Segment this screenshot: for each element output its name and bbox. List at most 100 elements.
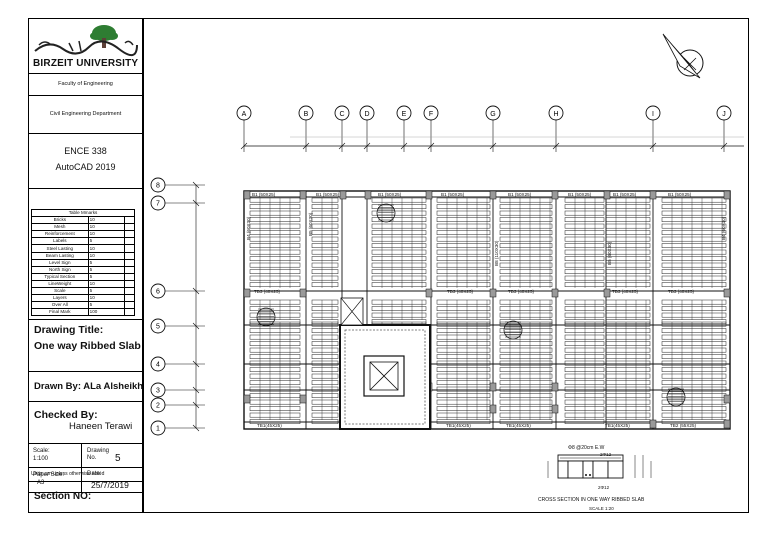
grid-label-E: E (402, 111, 407, 118)
beam-label-top: B1 (50X25) (568, 192, 592, 197)
section-no: Section NO: (34, 491, 92, 502)
scale-cell: Scale: 1:100 Drawing No. 5 (29, 444, 142, 468)
drawn-by-cell: Drawn By: ALa Alsheikh (29, 372, 144, 402)
course-code: ENCE 338 (64, 146, 107, 156)
faculty-name: Faculty of Engineering (58, 81, 113, 87)
beam-label-mid: TB3 (40X25) (668, 289, 695, 294)
rib-cross-section (547, 454, 652, 479)
grid-label-4: 4 (156, 362, 160, 369)
beam-label-top: B1 (50X25) (378, 192, 402, 197)
units-note: Units: cm unless otherwise noted (31, 471, 105, 477)
course-cell: ENCE 338 AutoCAD 2019 (29, 134, 142, 189)
drawing-title-label: Drawing Title: (34, 324, 104, 336)
drawing-no-label: Drawing No. (87, 448, 110, 461)
drawing-title-cell: Drawing Title: One way Ribbed Slab (29, 319, 142, 372)
grid-label-F: F (429, 111, 433, 118)
grid-bubble-E (396, 105, 412, 121)
grid-label-2: 2 (156, 403, 160, 410)
grid-label-7: 7 (156, 201, 160, 208)
grid-bubble-A (236, 105, 252, 121)
marks-table-header: Table Mmarks (31, 208, 135, 218)
drawn-by: Drawn By: ALa Alsheikh (34, 381, 144, 392)
birzeit-logo-icon (34, 25, 138, 56)
paper-size-label: Paper Size: (33, 472, 65, 478)
beam-label-mid: TB3 (40X25) (612, 289, 639, 294)
grid-label-B: B (304, 111, 309, 118)
beam-label-vertical: B8 (110X30) (494, 240, 499, 266)
beam-label-vertical: B4 (60X30) (246, 216, 251, 240)
grid-columns: A B C D E F G H I J (236, 105, 732, 152)
grid-label-I: I (652, 111, 654, 118)
grid-label-3: 3 (156, 388, 160, 395)
grid-label-H: H (553, 111, 558, 118)
beam-label-top: B1 (50X25) (613, 192, 637, 197)
grid-label-5: 5 (156, 324, 160, 331)
drawing-no-value: 5 (115, 453, 121, 464)
section-bar-bottom: 2Φ12 (598, 485, 610, 490)
drawing-title: One way Ribbed Slab (34, 340, 141, 352)
course-software: AutoCAD 2019 (55, 162, 116, 172)
rib-pattern (243, 190, 731, 429)
grid-bubble-G (485, 105, 501, 121)
department-cell: Civil Engineering Department (29, 96, 142, 134)
grid-bubble-J (716, 105, 732, 121)
grid-bubble-D (359, 105, 375, 121)
grid-label-D: D (364, 111, 369, 118)
grid-label-1: 1 (156, 426, 160, 433)
grid-label-J: J (722, 111, 726, 118)
grid-bubble-I (645, 105, 661, 121)
university-name: BIRZEIT UNIVERSITY (33, 58, 139, 69)
beam-label-bottom: TB1(45X25) (446, 423, 471, 428)
beam-label-bottom: TB1(45X25) (506, 423, 531, 428)
section-rebar-top: Φ8 @20cm E.W (568, 445, 605, 451)
beam-label-mid: TB3 (40X25) (508, 289, 535, 294)
beam-label-vertical: B4 (60X30) (721, 216, 726, 240)
beam-label-bottom: TB1(45X25) (605, 423, 630, 428)
north-arrow-icon (662, 33, 704, 79)
grid-bubble-F (423, 105, 439, 121)
paper-size-value: A3 (37, 480, 45, 486)
grid-bubble-H (548, 105, 564, 121)
checked-by-name: Haneen Terawi (69, 421, 133, 432)
paper-cell: Paper Size: A3 Date: 25/7/2019 (29, 468, 142, 493)
grid-bubble-C (334, 105, 350, 121)
beam-label-top: B1 (50X25) (252, 192, 276, 197)
beam-label-mid: TB3 (40X25) (447, 289, 474, 294)
beam-label-top: B1 (50X25) (668, 192, 692, 197)
grid-label-G: G (490, 111, 495, 118)
section-scale: SCALE 1:20 (589, 506, 614, 511)
beam-label-top: B1 (50X25) (508, 192, 532, 197)
grid-label-A: A (242, 111, 247, 118)
section-title: CROSS SECTION IN ONE WAY RIBBED SLAB (538, 497, 645, 503)
department-name: Civil Engineering Department (49, 111, 122, 117)
stair-core (339, 297, 431, 430)
grid-bubble-B (298, 105, 314, 121)
grid-label-C: C (339, 111, 344, 118)
beam-label-bottom: TB2 (55X25) (670, 423, 697, 428)
faculty-cell: Faculty of Engineering (29, 74, 142, 96)
scale-value: 1:100 (33, 456, 49, 462)
scale-label: Scale: (33, 448, 50, 454)
date-label: Date: (87, 471, 102, 477)
beam-label-vertical: B5 (60X30) (607, 241, 612, 265)
checked-by-cell: Checked By: Haneen Terawi (29, 402, 142, 444)
date-value: 25/7/2019 (91, 480, 129, 490)
beam-label-top: B1 (50X25) (316, 192, 340, 197)
beam-label-bottom: TB1(45X25) (257, 423, 282, 428)
beam-label-top: B1 (50X25) (441, 192, 465, 197)
title-block: BIRZEIT UNIVERSITY Faculty of Engineerin… (28, 18, 143, 513)
beam-label-vertical: B5 (60X30) (308, 212, 313, 236)
logo-cell: BIRZEIT UNIVERSITY (29, 19, 142, 74)
section-bar-top: 2Φ12 (600, 452, 612, 457)
checked-by-label: Checked By: (34, 409, 98, 421)
